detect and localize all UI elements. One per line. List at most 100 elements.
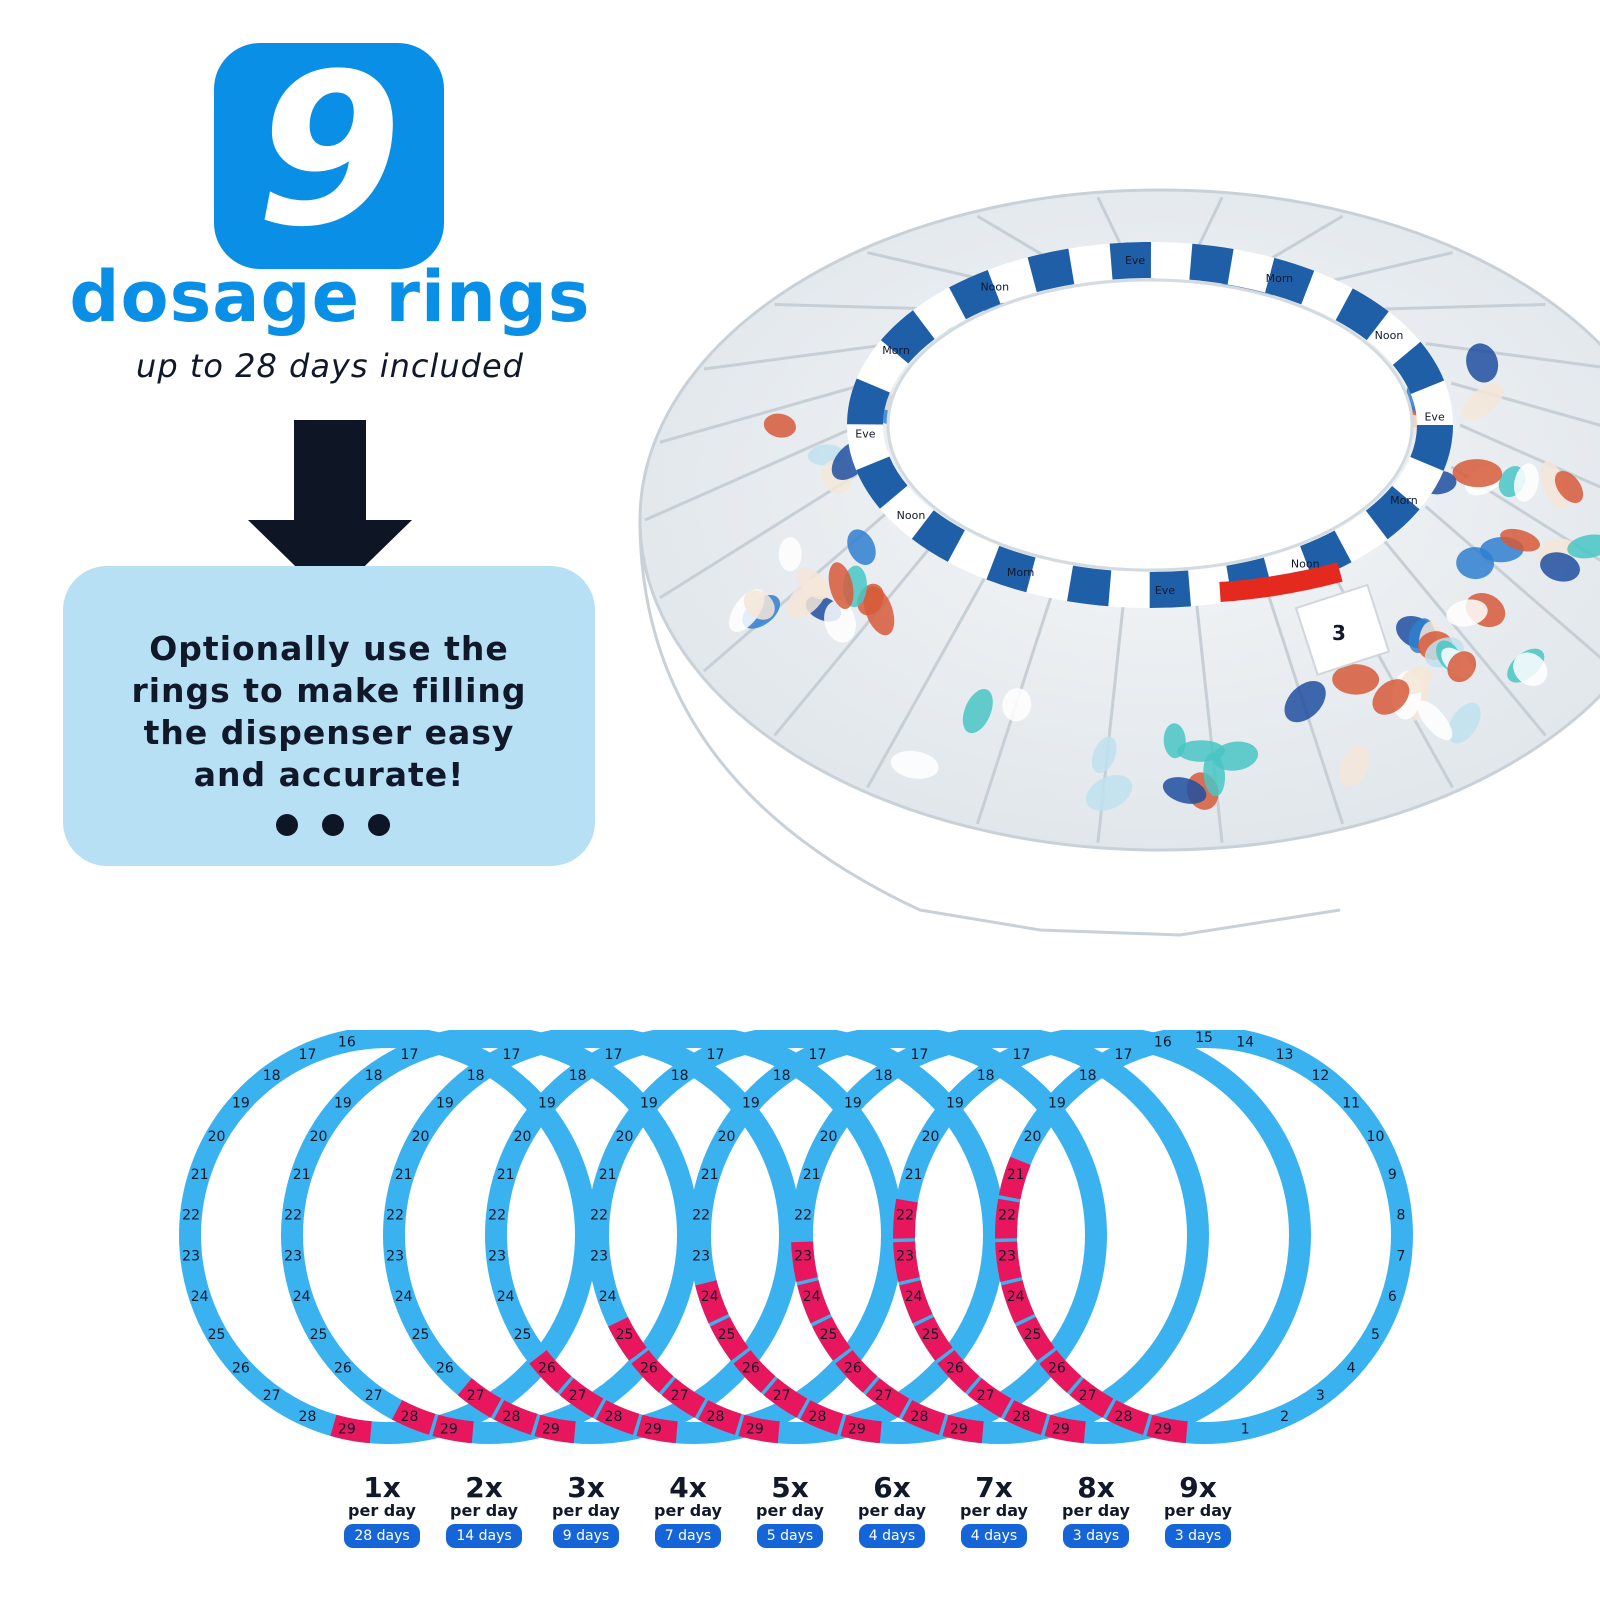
band-label: Morn	[882, 344, 910, 357]
band-label: Eve	[1125, 254, 1145, 267]
ring-number: 10	[1367, 1129, 1385, 1145]
band-label: Morn	[1007, 566, 1035, 579]
compartment-divider	[1383, 540, 1547, 737]
ring-red-segment	[998, 1156, 1031, 1200]
ring-number: 29	[950, 1422, 968, 1438]
pill	[778, 537, 802, 572]
ring-per-day: per day	[756, 1501, 824, 1520]
compartment-divider	[976, 214, 1055, 263]
ring-per-day: per day	[450, 1501, 518, 1520]
compartment-divider	[1265, 214, 1344, 263]
ring-number: 27	[977, 1388, 995, 1404]
ring-red-segment	[534, 1414, 576, 1444]
ring-number: 22	[794, 1207, 812, 1223]
ring-red-segment	[942, 1414, 984, 1444]
ring-label: 7x per day 4 days	[939, 1474, 1049, 1548]
ring-red-segment	[791, 1241, 818, 1283]
ring-red-segment	[995, 1241, 1022, 1283]
ring-number: 25	[412, 1327, 430, 1343]
ring-number: 21	[701, 1167, 719, 1183]
ring-number: 26	[436, 1360, 454, 1376]
ring-red-segment	[1001, 1280, 1035, 1324]
ring-per-day: per day	[960, 1501, 1028, 1520]
ring-red-segment	[695, 1280, 729, 1324]
ring-red-segment	[899, 1280, 933, 1324]
ring-red-segment	[608, 1316, 647, 1361]
ring-frequency: 7x	[975, 1471, 1013, 1504]
ring-number: 16	[1154, 1034, 1172, 1050]
compartment-divider	[1194, 196, 1224, 252]
ring-number: 29	[440, 1422, 458, 1438]
ring-number: 15	[1195, 1030, 1213, 1046]
pill	[828, 562, 854, 609]
ring-number: 20	[310, 1129, 328, 1145]
ring-number: 25	[718, 1327, 736, 1343]
ring-days-badge: 3 days	[1062, 1524, 1130, 1548]
ring-label: 4x per day 7 days	[633, 1474, 743, 1548]
ring-number: 20	[820, 1129, 838, 1145]
ring-band	[179, 1030, 597, 1444]
ring-number: 22	[692, 1207, 710, 1223]
ring-red-segment	[559, 1378, 604, 1418]
ring-red-segment	[1003, 1400, 1048, 1435]
ring-number: 29	[338, 1422, 356, 1438]
ring-red-segment	[763, 1378, 808, 1418]
ring-label: 8x per day 3 days	[1041, 1474, 1151, 1548]
pill	[1332, 664, 1380, 695]
ring-days-badge: 14 days	[446, 1524, 522, 1548]
ring-number: 5	[1371, 1327, 1380, 1343]
ring-number: 19	[640, 1096, 658, 1112]
headline: dosage rings	[69, 256, 591, 338]
ring-number: 26	[640, 1360, 658, 1376]
ring-red-segment	[812, 1316, 851, 1361]
number-badge: 9	[214, 43, 444, 269]
ring-number: 27	[365, 1388, 383, 1404]
ring-number: 17	[809, 1047, 827, 1063]
ring-number: 28	[299, 1409, 317, 1425]
ring-number: 20	[922, 1129, 940, 1145]
ring-number: 23	[182, 1249, 200, 1265]
ring-red-segment	[799, 1400, 844, 1435]
ring-band	[587, 1030, 1005, 1444]
pill	[962, 689, 993, 734]
ring-red-segment	[914, 1316, 953, 1361]
compartment-divider	[774, 302, 936, 311]
pill	[1513, 652, 1548, 686]
compartment-divider	[866, 568, 991, 789]
ring-days-badge: 28 days	[344, 1524, 420, 1548]
ring-number: 25	[820, 1327, 838, 1343]
ring-red-segment	[631, 1349, 674, 1393]
ring-number: 19	[1048, 1096, 1066, 1112]
info-line: Optionally use the	[149, 629, 509, 668]
pill	[1448, 702, 1481, 744]
ring-number: 2	[1280, 1409, 1289, 1425]
ring-number: 28	[1115, 1409, 1133, 1425]
dosage-ring: 1234567891011121314151617181920212223242…	[995, 1030, 1413, 1444]
ellipsis-icon	[276, 814, 390, 836]
compartment-divider	[659, 381, 870, 444]
ring-red-segment	[893, 1198, 918, 1239]
ring-number: 27	[773, 1388, 791, 1404]
down-arrow-icon	[248, 420, 412, 600]
ring-number: 19	[232, 1096, 250, 1112]
compartment-divider	[644, 423, 861, 522]
ring-number: 18	[569, 1068, 587, 1084]
ring-per-day: per day	[1062, 1501, 1130, 1520]
ring-number: 29	[746, 1422, 764, 1438]
ring-red-segment	[1069, 1378, 1114, 1418]
pill	[1085, 775, 1133, 811]
ring-number: 21	[395, 1167, 413, 1183]
ring-number: 20	[412, 1129, 430, 1145]
ring-number: 16	[338, 1034, 356, 1050]
ring-number: 19	[946, 1096, 964, 1112]
ring-per-day: per day	[348, 1501, 416, 1520]
pill	[743, 590, 775, 620]
ring-number: 20	[514, 1129, 532, 1145]
badge-number: 9	[255, 28, 403, 273]
band-label: Noon	[1375, 329, 1404, 342]
ring-number: 19	[334, 1096, 352, 1112]
ring-number: 21	[803, 1167, 821, 1183]
ring-days-badge: 4 days	[858, 1524, 926, 1548]
